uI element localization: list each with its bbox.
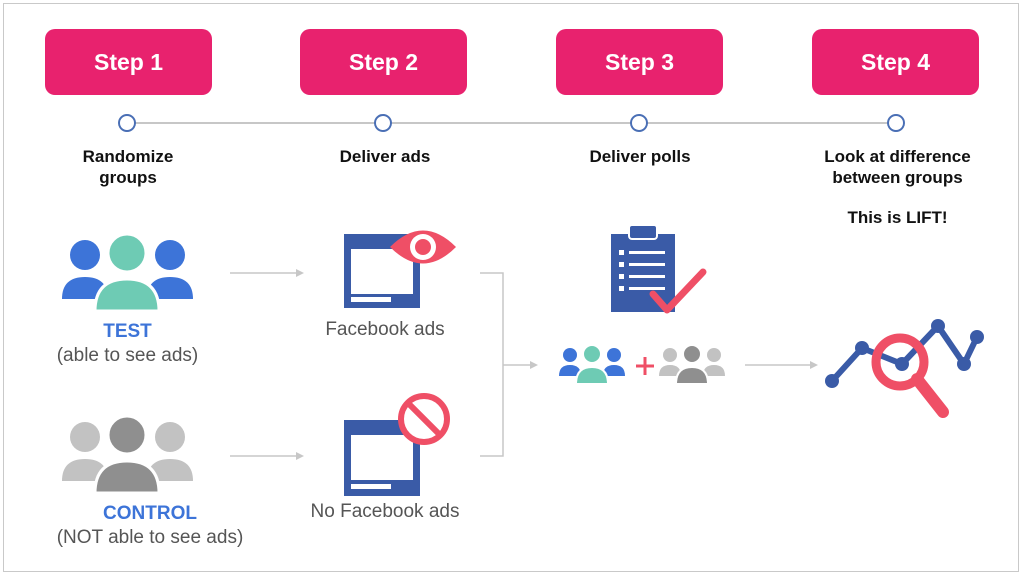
timeline-line xyxy=(127,122,897,124)
step-3-description: Deliver polls xyxy=(589,147,691,166)
people-test-icon xyxy=(62,233,193,313)
test-group-name: TEST xyxy=(103,321,152,342)
magnifier-chart-icon xyxy=(825,319,984,418)
step-2-button[interactable]: Step 2 xyxy=(300,29,467,95)
test-group-label: TEST (able to see ads) xyxy=(30,320,225,368)
timeline-dot-3 xyxy=(630,114,648,132)
step-1-description: Randomize groups xyxy=(82,147,174,187)
lift-note: This is LIFT! xyxy=(847,208,948,227)
timeline-dot-4 xyxy=(887,114,905,132)
eye-icon xyxy=(390,230,456,264)
combined-groups-icon xyxy=(559,344,725,385)
people-control-icon xyxy=(62,415,193,495)
no-facebook-ads-label: No Facebook ads xyxy=(310,501,460,522)
control-group-label: CONTROL (NOT able to see ads) xyxy=(20,502,280,550)
step-4-description: Look at difference between groups xyxy=(824,147,971,187)
clipboard-check-icon xyxy=(611,224,707,314)
control-group-note: (NOT able to see ads) xyxy=(56,527,244,548)
test-group-note: (able to see ads) xyxy=(56,345,199,366)
facebook-ads-label: Facebook ads xyxy=(325,319,445,340)
control-group-name: CONTROL xyxy=(103,503,197,524)
step-2-description: Deliver ads xyxy=(339,147,431,166)
no-entry-icon xyxy=(398,393,450,445)
step-3-button[interactable]: Step 3 xyxy=(556,29,723,95)
timeline-dot-1 xyxy=(118,114,136,132)
step-4-button[interactable]: Step 4 xyxy=(812,29,979,95)
timeline-dot-2 xyxy=(374,114,392,132)
step-1-button[interactable]: Step 1 xyxy=(45,29,212,95)
